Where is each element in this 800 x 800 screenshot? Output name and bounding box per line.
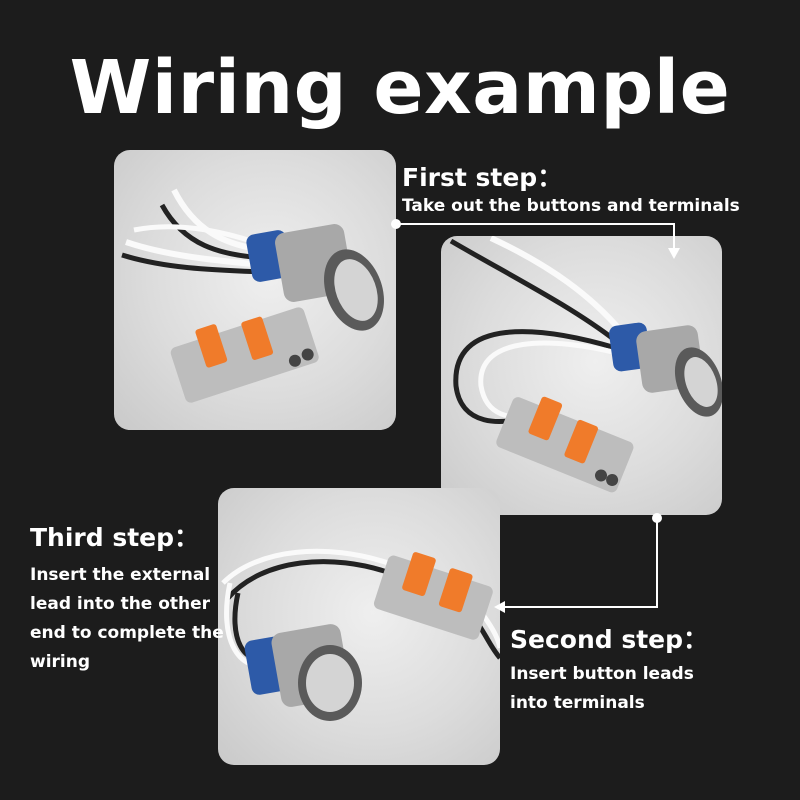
second-step-title: Second step：: [510, 625, 709, 654]
third-step-description: Insert the external lead into the other …: [30, 565, 224, 672]
photo-step-two: [441, 236, 722, 515]
photo-step-three: [218, 488, 500, 765]
photo-step-one: [114, 150, 396, 430]
second-step-description: Insert button leads into terminals: [510, 664, 694, 713]
first-step-description: Take out the buttons and terminals: [402, 196, 740, 216]
third-step-title: Third step：: [30, 523, 200, 552]
page-title: Wiring example: [69, 45, 731, 131]
connector-second-to-third: [494, 513, 662, 613]
first-step-title: First step：: [402, 163, 563, 192]
